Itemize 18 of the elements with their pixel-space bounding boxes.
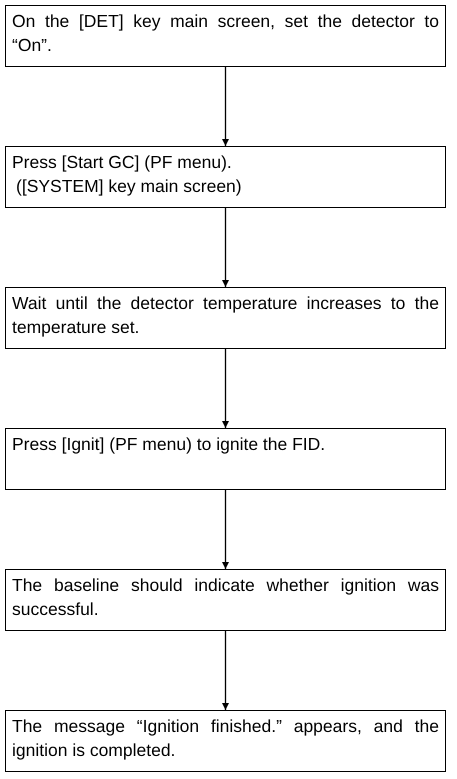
arrow — [222, 208, 229, 287]
process-box — [5, 569, 446, 631]
process-box — [5, 428, 446, 490]
arrow — [222, 67, 229, 146]
arrow — [222, 349, 229, 428]
step-text: On the [DET] key main screen, set the detector to “On”. — [12, 10, 439, 57]
process-box — [5, 710, 446, 772]
step-text: Press [Start GC] (PF menu). — [12, 151, 233, 174]
process-box — [5, 5, 446, 67]
step-text: The message “Ignition finished.” appears, and the ignition is completed. — [12, 715, 439, 762]
arrow — [222, 631, 229, 710]
step-text: ([SYSTEM] key main screen) — [15, 175, 243, 198]
arrow — [222, 490, 229, 569]
process-box — [5, 146, 446, 208]
step-text: The baseline should indicate whether ignition was successful. — [12, 574, 439, 621]
step-text: Press [Ignit] (PF menu) to ignite the FID. — [12, 433, 326, 456]
process-box — [5, 287, 446, 349]
step-text: Wait until the detector temperature increases to the temperature set. — [12, 292, 439, 339]
